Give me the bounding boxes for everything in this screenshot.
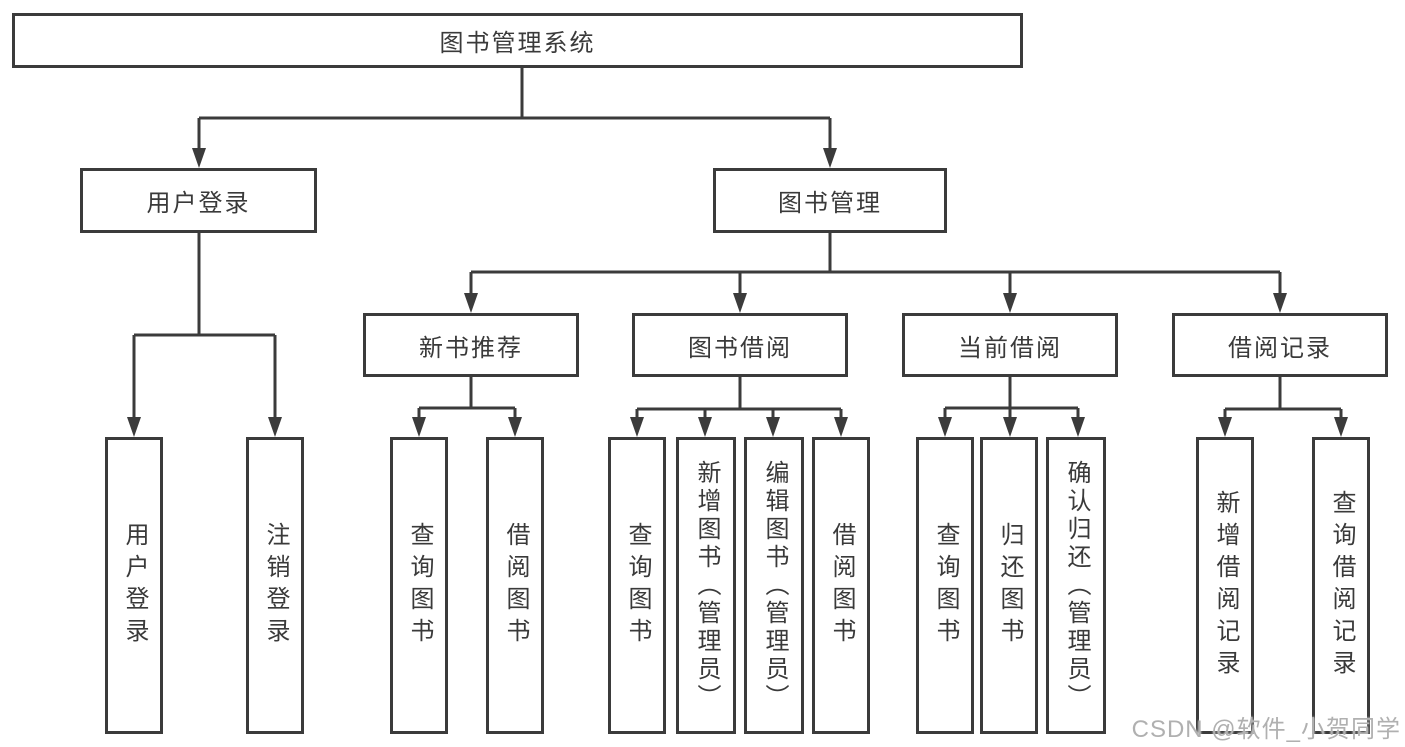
- connector-borrow-records-children: [1218, 377, 1348, 437]
- watermark: CSDN @软件_小贺同学: [1131, 716, 1401, 743]
- connector-root-to-level2: [192, 68, 837, 168]
- node-borrowing-records: 借阅记录: [1172, 313, 1388, 377]
- leaf-user-login: 用户登录: [105, 437, 163, 734]
- leaf-edit-books-admin: 编辑图书（管理员）: [744, 437, 804, 734]
- connector-user-login-children: [127, 233, 282, 437]
- leaf-add-borrow-record: 新增借阅记录: [1196, 437, 1254, 734]
- node-user-login: 用户登录: [80, 168, 317, 233]
- node-book-borrowing: 图书借阅: [632, 313, 848, 377]
- connector-new-book-children: [412, 377, 522, 437]
- leaf-borrow-books-recommend: 借阅图书: [486, 437, 544, 734]
- leaf-confirm-return-admin: 确认归还（管理员）: [1046, 437, 1106, 734]
- leaf-logout: 注销登录: [246, 437, 304, 734]
- leaf-borrow-books: 借阅图书: [812, 437, 870, 734]
- leaf-query-books-recommend: 查询图书: [390, 437, 448, 734]
- connector-book-borrow-children: [630, 377, 848, 437]
- leaf-return-books: 归还图书: [980, 437, 1038, 734]
- node-new-book-recommendation: 新书推荐: [363, 313, 579, 377]
- leaf-add-books-admin: 新增图书（管理员）: [676, 437, 736, 734]
- node-book-management: 图书管理: [713, 168, 947, 233]
- node-library-management-system: 图书管理系统: [12, 13, 1023, 68]
- leaf-query-books-borrow: 查询图书: [608, 437, 666, 734]
- leaf-query-books-current: 查询图书: [916, 437, 974, 734]
- node-current-borrowing: 当前借阅: [902, 313, 1118, 377]
- connector-book-management-to-level3: [464, 233, 1287, 313]
- connector-current-borrow-children: [938, 377, 1085, 437]
- leaf-query-borrow-record: 查询借阅记录: [1312, 437, 1370, 734]
